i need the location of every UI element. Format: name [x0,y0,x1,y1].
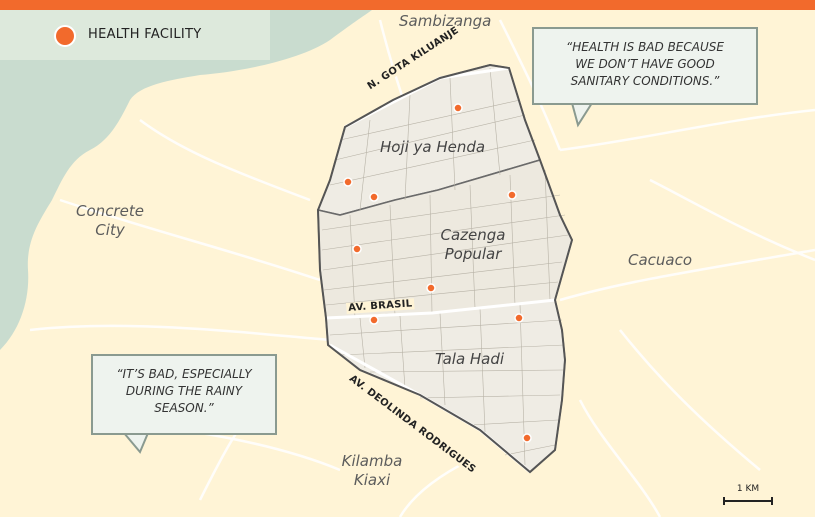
legend-label: HEALTH FACILITY [88,27,202,42]
place-concrete-city: Concrete City [62,202,158,240]
health-facility-marker[interactable] [453,103,463,113]
place-kilamba-kiaxi-line1: Kilamba [341,452,403,470]
place-cacuaco: Cacuaco [628,251,693,269]
health-facility-marker[interactable] [426,283,436,293]
legend: HEALTH FACILITY [0,10,270,60]
district-label-cazenga-line2: Popular [444,245,502,263]
health-facility-marker[interactable] [522,433,532,443]
quote-rainy-season: “IT’S BAD, ESPECIALLY DURING THE RAINY S… [91,354,277,435]
health-facility-legend-icon [54,25,76,47]
place-concrete-city-line1: Concrete [76,202,144,220]
place-kilamba-kiaxi-line2: Kiaxi [353,471,391,489]
top-accent-bar [0,0,815,10]
district-label-cazenga-popular: Cazenga Popular [428,226,518,264]
water-bay [0,10,372,350]
district-label-tala-hadi: Tala Hadi [435,350,505,368]
scale-bar-line [723,497,773,505]
quote-tail-top [570,102,594,128]
health-facility-marker[interactable] [514,313,524,323]
health-facility-marker[interactable] [343,177,353,187]
district-label-hoji-ya-henda: Hoji ya Henda [380,138,486,156]
study-area-boundary [316,63,574,474]
district-label-cazenga-line1: Cazenga [440,226,506,244]
health-facility-marker[interactable] [507,190,517,200]
dense-street-grid [321,67,569,466]
health-facility-marker[interactable] [369,315,379,325]
health-facility-marker[interactable] [369,192,379,202]
scale-bar: 1 KM [720,484,776,505]
quote-tail-bottom [121,432,150,454]
health-facility-marker[interactable] [352,244,362,254]
place-sambizanga: Sambizanga [399,12,492,30]
scale-label: 1 KM [736,484,760,494]
quote-health-bad: “HEALTH IS BAD BECAUSE WE DON’T HAVE GOO… [532,27,758,105]
place-concrete-city-line2: City [95,221,125,239]
health-facility-markers [343,103,532,443]
place-kilamba-kiaxi: Kilamba Kiaxi [332,452,412,490]
